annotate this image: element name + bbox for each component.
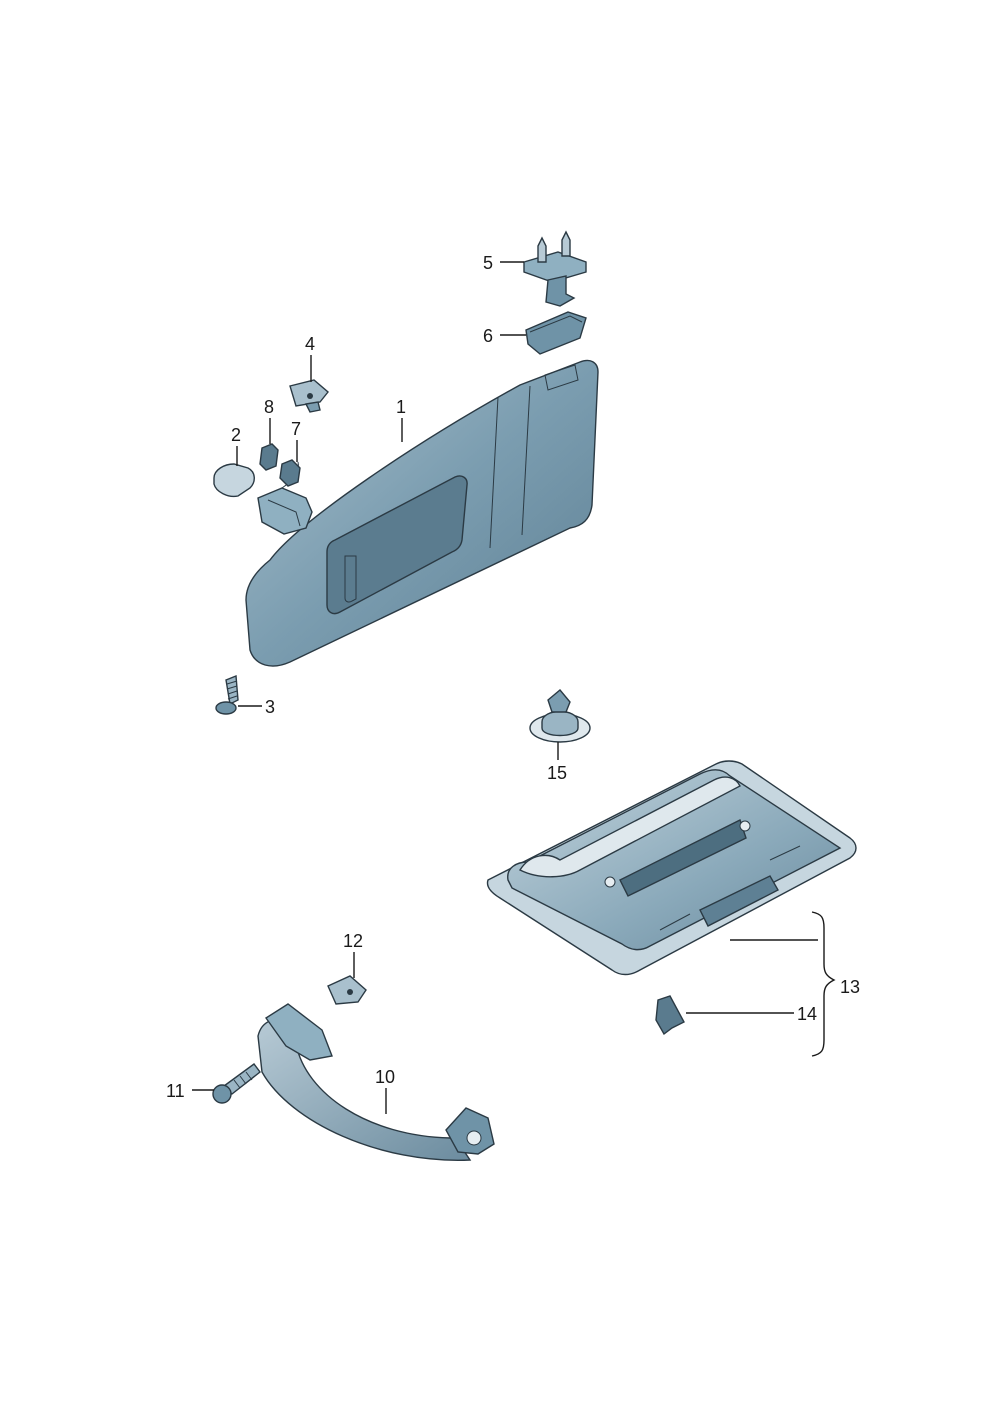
- callout-13: 13: [840, 977, 860, 997]
- callout-3: 3: [265, 697, 275, 717]
- connector-7: [279, 459, 301, 487]
- callout-12: 12: [343, 931, 363, 951]
- holder-5: [523, 230, 587, 307]
- callout-8: 8: [264, 397, 274, 417]
- callout-6: 6: [483, 326, 493, 346]
- clip-nut-12: [327, 975, 367, 1005]
- clip-14: [655, 995, 685, 1036]
- expanding-clip-15: [529, 689, 591, 743]
- screw-3: [215, 674, 239, 715]
- screw-11: [212, 1063, 261, 1104]
- visor-pivot-bracket: [257, 461, 313, 535]
- grab-handle: [257, 1003, 495, 1161]
- callout-7: 7: [291, 419, 301, 439]
- clip-nut-4: [289, 379, 329, 413]
- cover-cap: [213, 463, 255, 498]
- callout-14: 14: [797, 1004, 817, 1024]
- callout-5: 5: [483, 253, 493, 273]
- bracket-13: [811, 911, 836, 1057]
- callout-15: 15: [547, 763, 567, 783]
- callout-11: 11: [166, 1081, 185, 1101]
- clip-8: [259, 443, 279, 471]
- holder-cover-6: [525, 311, 587, 355]
- callout-2: 2: [231, 425, 241, 445]
- callout-1: 1: [396, 397, 406, 417]
- callout-10: 10: [375, 1067, 395, 1087]
- roof-console: [486, 760, 857, 976]
- sun-visor: [245, 359, 599, 667]
- callout-4: 4: [305, 334, 315, 354]
